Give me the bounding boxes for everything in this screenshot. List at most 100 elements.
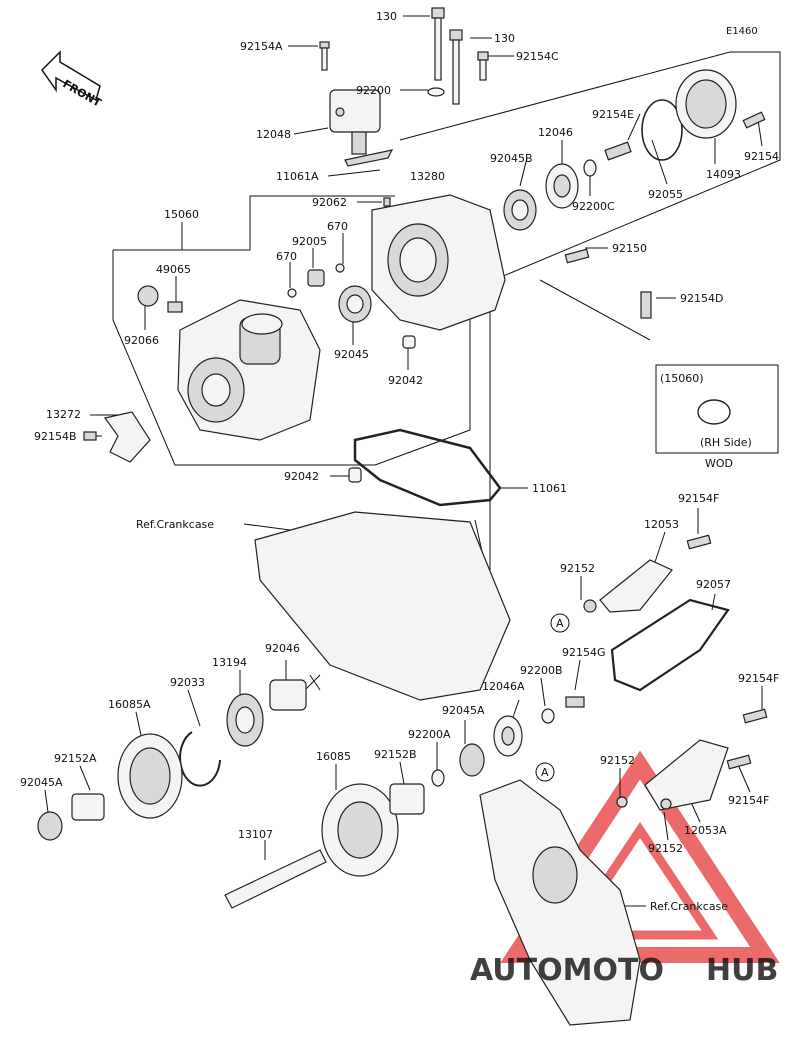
callout-130-b: 130 [494, 32, 515, 45]
cover-14093 [675, 69, 737, 139]
callout-11061A: 11061A [276, 170, 319, 183]
callout-13280: 13280 [410, 170, 445, 183]
ref-mark-a-2-label: A [541, 766, 549, 779]
inset-box [655, 364, 779, 454]
bolt-92150 [564, 248, 590, 264]
callout-11061: 11061 [532, 482, 567, 495]
bolt-92154C [477, 51, 489, 81]
callout-ref-crankcase-1: Ref.Crankcase [136, 518, 214, 531]
fitting-92005 [307, 269, 325, 287]
callout-92042-b: 92042 [284, 470, 319, 483]
callout-92045B: 92045B [490, 152, 533, 165]
inset-wod: (15060) (RH Side) WOD [655, 364, 779, 470]
watermark-text-a: AUTOMOTO [470, 953, 664, 988]
watermark-text-b: HUB [706, 953, 778, 988]
bolt-92154G [565, 696, 585, 708]
ref-mark-a-1-label: A [556, 617, 564, 630]
diagram-code: E1460 [726, 26, 758, 37]
bolt-92154A [319, 41, 330, 71]
callout-92005: 92005 [292, 235, 327, 248]
collar-92152A [71, 793, 105, 821]
callout-92152A: 92152A [54, 752, 97, 765]
collar-92152-c [660, 798, 672, 810]
bolt-130-a [431, 7, 445, 81]
inset-caption: WOD [705, 457, 733, 470]
callout-92033: 92033 [170, 676, 205, 689]
callout-92062: 92062 [312, 196, 347, 209]
callout-92154F-c: 92154F [728, 794, 769, 807]
callout-92046: 92046 [265, 642, 300, 655]
callout-92154C: 92154C [516, 50, 559, 63]
callout-49065: 49065 [156, 263, 191, 276]
inset-note: (RH Side) [700, 436, 752, 449]
callout-670-b: 670 [276, 250, 297, 263]
callout-12053: 12053 [644, 518, 679, 531]
callout-92154G: 92154G [562, 646, 606, 659]
callouts: 130 130 92154A 92154C 92200 12048 11061A… [20, 10, 779, 913]
callout-130-a: 130 [376, 10, 397, 23]
callout-92200B: 92200B [520, 664, 563, 677]
oring-670-b [287, 288, 297, 298]
bolt-92154F-b [742, 708, 768, 724]
bracket-13272 [103, 411, 151, 463]
bolt-92154 [742, 111, 766, 129]
callout-92154D: 92154D [680, 292, 723, 305]
ref-marks: A A [535, 613, 570, 782]
ref-mark-a-2 [535, 762, 555, 782]
bolt-92154E [604, 141, 632, 161]
callout-92154F-b: 92154F [738, 672, 779, 685]
callout-ref-crankcase-2: Ref.Crankcase [650, 900, 728, 913]
callout-13272: 13272 [46, 408, 81, 421]
callout-92150: 92150 [612, 242, 647, 255]
needle-bearing-92046 [269, 679, 307, 711]
shaft-13107 [224, 849, 327, 909]
bolt-92154B [83, 431, 97, 441]
callout-13107: 13107 [238, 828, 273, 841]
callout-14093: 14093 [706, 168, 741, 181]
cover-13280 [371, 194, 506, 331]
washer-92200C [583, 159, 597, 177]
collar-92152-b [616, 796, 628, 808]
collar-92152 [583, 599, 597, 613]
pump-15060 [177, 299, 321, 441]
callout-13194: 13194 [212, 656, 247, 669]
callout-12046: 12046 [538, 126, 573, 139]
callout-12048: 12048 [256, 128, 291, 141]
callout-92152-c: 92152 [648, 842, 683, 855]
callout-92154E: 92154E [592, 108, 634, 121]
callout-92066: 92066 [124, 334, 159, 347]
callout-92154F-a: 92154F [678, 492, 719, 505]
oring-92055 [641, 99, 683, 161]
bolt-130-b [449, 29, 463, 105]
circlip-92033 [179, 731, 221, 787]
washer-92200A [431, 769, 445, 787]
tensioner-12048 [329, 89, 381, 155]
crankcase-ref-upper [254, 511, 511, 701]
front-arrow-icon [41, 50, 101, 102]
callout-92152-b: 92152 [600, 754, 635, 767]
callout-92154B: 92154B [34, 430, 77, 443]
callout-12053A: 12053A [684, 824, 727, 837]
dowel-92042 [402, 335, 416, 349]
callout-92057: 92057 [696, 578, 731, 591]
callout-92045A: 92045A [442, 704, 485, 717]
oring-670-a [335, 263, 345, 273]
callout-92152B: 92152B [374, 748, 417, 761]
callout-92045A-b: 92045A [20, 776, 63, 789]
callout-92042-a: 92042 [388, 374, 423, 387]
chain-92057 [610, 598, 730, 692]
gasket-11061A [344, 149, 394, 167]
callout-92154: 92154 [744, 150, 779, 163]
callout-12046A: 12046A [482, 680, 525, 693]
callout-92200: 92200 [356, 84, 391, 97]
bolt-92154F-c [726, 754, 752, 770]
guide-12053A [644, 739, 729, 811]
callout-670-a: 670 [327, 220, 348, 233]
gasket-11061 [353, 428, 502, 507]
callout-92055: 92055 [648, 188, 683, 201]
bearing-92045A-b [37, 811, 63, 841]
callout-16085: 16085 [316, 750, 351, 763]
guide-12053 [599, 559, 673, 613]
ref-mark-a-1 [550, 613, 570, 633]
